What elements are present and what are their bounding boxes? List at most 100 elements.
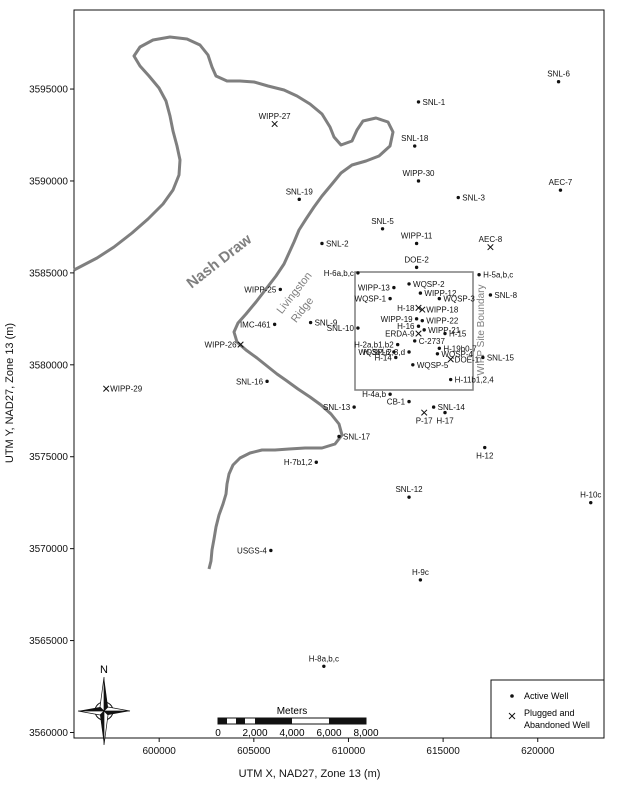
well-label-snl-17: SNL-17 <box>343 433 371 442</box>
well-marker-active-imc-461 <box>272 322 277 327</box>
well-label-snl-18: SNL-18 <box>401 134 429 143</box>
well-label-wipp-22: WIPP-22 <box>426 317 459 326</box>
x-tick-label-1: 605000 <box>237 746 271 757</box>
well-label-doe-1: DOE-1 <box>455 355 480 364</box>
well-marker-active-snl-18 <box>413 144 417 148</box>
well-marker-active-h-9c <box>418 578 423 582</box>
well-label-h-19b0-7: H-19b0-7 <box>443 344 477 353</box>
legend-plugged-label-1: Plugged and <box>524 708 575 718</box>
well-marker-active-snl-12 <box>407 495 411 499</box>
well-label-snl-1: SNL-1 <box>423 98 446 107</box>
scale-bar-tick-2: 4,000 <box>279 728 304 739</box>
well-marker-active-h-11b1-2-4 <box>448 377 453 382</box>
legend-active-label: Active Well <box>524 691 568 701</box>
well-label-wipp-25: WIPP-25 <box>244 285 277 294</box>
well-label-h-8a-b-c: H-8a,b,c <box>309 654 339 663</box>
well-marker-active-h-2a-b1-b2 <box>395 342 400 347</box>
legend-plugged-marker <box>508 712 516 720</box>
well-marker-active-snl-3 <box>456 195 460 200</box>
well-label-snl-6: SNL-6 <box>547 70 570 79</box>
well-label-snl-13: SNL-13 <box>323 403 351 412</box>
x-tick-label-2: 610000 <box>332 746 366 757</box>
well-marker-active-wipp-13 <box>392 285 396 290</box>
well-marker-active-h-16 <box>416 324 421 328</box>
well-label-doe-2: DOE-2 <box>404 255 429 264</box>
legend-box <box>490 679 605 739</box>
well-label-h-11b1-2-4: H-11b1,2,4 <box>455 376 495 385</box>
y-axis-title: UTM Y, NAD27, Zone 13 (m) <box>4 322 16 464</box>
legend-plugged-label-2: Abandoned Well <box>524 720 590 730</box>
well-label-wipp-21: WIPP-21 <box>428 326 461 335</box>
well-marker-active-aec-7 <box>558 188 563 192</box>
well-marker-active-snl-14 <box>431 405 436 409</box>
well-marker-active-snl-10 <box>356 326 360 330</box>
well-marker-plugged-wipp-26 <box>237 341 244 348</box>
wipp-site-boundary <box>354 271 474 391</box>
well-marker-active-snl-13 <box>352 405 356 409</box>
well-marker-active-h-3b1-2-3-d <box>407 350 411 354</box>
well-label-snl-2: SNL-2 <box>326 239 349 248</box>
legend: Active Well Plugged and Abandoned Well <box>490 679 605 739</box>
well-label-snl-8: SNL-8 <box>494 291 517 300</box>
y-axis-ticks: 3595000359000035850003580000357500035700… <box>29 85 74 739</box>
nash-draw-label: Nash Draw <box>183 231 255 292</box>
well-marker-active-wqsp-5 <box>411 363 415 367</box>
well-label-wipp-26: WIPP-26 <box>205 341 238 350</box>
well-marker-active-h-7b1-2 <box>314 460 318 464</box>
well-label-wipp-18: WIPP-18 <box>426 306 459 315</box>
well-label-wipp-13: WIPP-13 <box>358 284 391 293</box>
y-tick-label-5: 3570000 <box>29 544 68 555</box>
well-marker-active-snl-6 <box>556 79 561 84</box>
well-marker-active-c-2737 <box>413 339 417 343</box>
well-label-snl-12: SNL-12 <box>395 485 423 494</box>
well-marker-active-h-12 <box>483 445 487 450</box>
y-tick-label-7: 3560000 <box>29 728 68 739</box>
well-marker-active-wipp-12 <box>418 291 423 295</box>
well-label-wipp-12: WIPP-12 <box>424 289 457 298</box>
well-label-wqsp-6: WQSP-6 <box>358 348 390 357</box>
well-label-wipp-29: WIPP-29 <box>110 385 143 394</box>
well-marker-plugged-aec-8 <box>487 243 494 251</box>
north-arrow-east-point <box>104 711 130 715</box>
well-marker-active-wipp-25 <box>278 287 283 292</box>
y-tick-label-6: 3565000 <box>29 636 68 647</box>
well-marker-active-wipp-21 <box>422 328 426 332</box>
north-arrow-label: N <box>100 664 108 676</box>
legend-active-marker <box>510 694 514 698</box>
well-marker-active-h-8a-b-c <box>322 664 326 669</box>
scale-bar-tick-4: 8,000 <box>353 728 378 739</box>
scale-bar-seg-4 <box>329 718 366 724</box>
well-marker-active-wqsp-3 <box>437 296 442 301</box>
north-arrow-north-point-light <box>99 676 105 712</box>
well-marker-active-h-10c <box>589 500 593 505</box>
well-label-wqsp-1: WQSP-1 <box>355 295 387 304</box>
north-arrow-west-point <box>78 707 104 711</box>
well-label-snl-16: SNL-16 <box>236 377 264 386</box>
well-label-snl-5: SNL-5 <box>371 217 394 226</box>
well-label-h-14: H-14 <box>374 353 392 362</box>
well-marker-active-h-15 <box>443 331 447 336</box>
well-marker-plugged-wipp-27 <box>271 120 278 128</box>
scale-bar-seg-1 <box>218 718 227 724</box>
y-tick-label-1: 3590000 <box>29 176 68 187</box>
wells-layer: SNL-6SNL-1WIPP-27SNL-18WIPP-30AEC-7SNL-1… <box>103 70 601 669</box>
north-arrow-west-point-light <box>77 710 105 716</box>
y-tick-label-4: 3575000 <box>29 452 68 463</box>
well-marker-active-wqsp-6 <box>392 350 396 354</box>
north-arrow-north-point <box>104 677 108 711</box>
well-label-h-15: H-15 <box>449 330 467 339</box>
well-marker-active-snl-16 <box>265 379 269 384</box>
scale-bar-tick-3: 6,000 <box>316 728 341 739</box>
well-label-imc-461: IMC-461 <box>240 320 271 329</box>
well-marker-plugged-wipp-18 <box>419 306 426 313</box>
well-label-h-9c: H-9c <box>412 568 429 577</box>
well-marker-active-snl-17 <box>337 434 341 439</box>
well-label-h-16: H-16 <box>397 322 415 331</box>
well-marker-active-snl-1 <box>416 100 421 104</box>
well-label-c-2737: C-2737 <box>419 337 446 346</box>
well-marker-active-h-14 <box>394 355 398 360</box>
well-label-h-10c: H-10c <box>580 491 601 500</box>
